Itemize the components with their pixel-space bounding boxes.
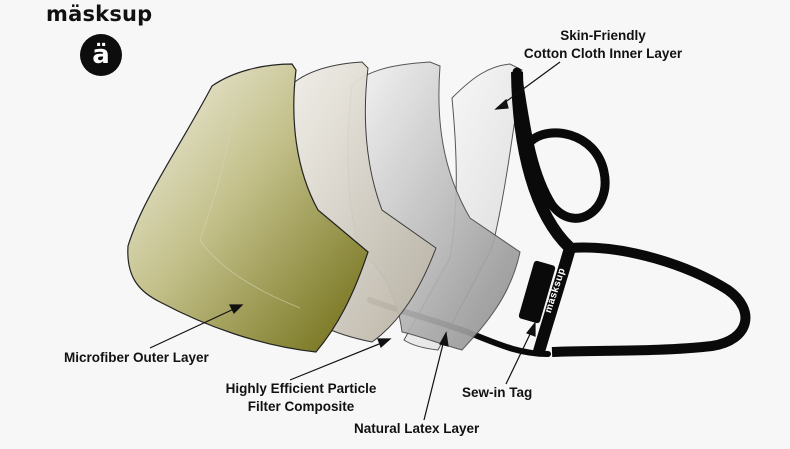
arrow-skin-friendly (499, 61, 561, 107)
outer-layer-seam (199, 95, 301, 309)
callout-skin-friendly-line2: Cotton Cloth Inner Layer (523, 46, 683, 61)
callout-skin-friendly: Skin-Friendly Cotton Cloth Inner Layer (498, 27, 708, 63)
callout-sew-in-tag: Sew-in Tag (462, 385, 533, 400)
callout-skin-friendly-line1: Skin-Friendly (560, 28, 646, 43)
arrow-filter (289, 341, 385, 381)
side-strap (511, 71, 576, 357)
callout-microfiber: Microfiber Outer Layer (64, 350, 209, 365)
arrow-latex (423, 339, 445, 421)
brand-wordmark: mäsksup (46, 2, 153, 26)
arrowhead-microfiber (229, 304, 244, 315)
brand-badge-logo: ä (80, 34, 122, 76)
arrowhead-latex (439, 331, 449, 347)
sew-in-tag (518, 260, 556, 324)
callout-filter: Highly Efficient Particle Filter Composi… (196, 380, 406, 416)
lower-ear-loop (551, 242, 751, 357)
arrowhead-filter (377, 338, 392, 349)
callout-latex: Natural Latex Layer (354, 421, 480, 436)
callout-filter-line1: Highly Efficient Particle (225, 381, 377, 396)
outer-layer (127, 63, 369, 353)
arrow-sew-in-tag (505, 329, 533, 385)
upper-ear-loop (512, 67, 610, 223)
arrow-microfiber (149, 307, 237, 349)
arrowhead-sew-in-tag (526, 321, 536, 337)
callout-arrows (149, 61, 561, 421)
arrowhead-skin-friendly (494, 98, 509, 110)
callout-filter-line2: Filter Composite (247, 399, 355, 414)
